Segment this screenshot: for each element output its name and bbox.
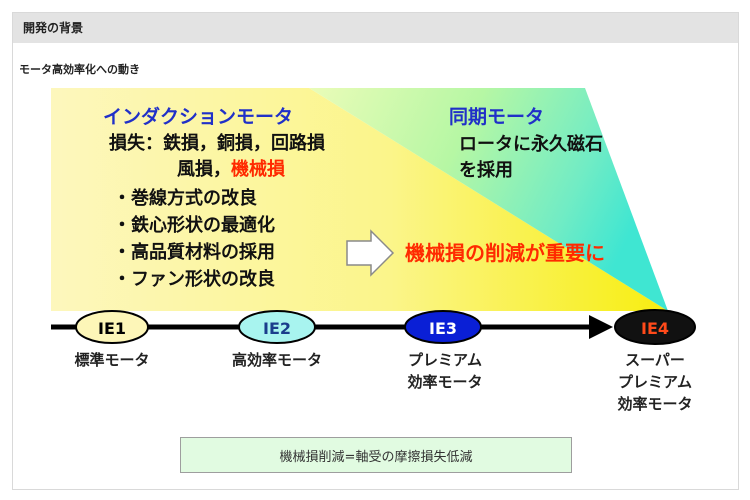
level-ie2-ellipse xyxy=(238,310,316,344)
level-ie1: IE1 標準モータ xyxy=(74,310,150,369)
level-ie3-desc-1: プレミアム xyxy=(408,351,482,369)
sync-heading: 同期モータ xyxy=(449,106,544,128)
level-ie1-desc-1: 標準モータ xyxy=(74,351,149,369)
loss-line-2: 風損，機械損 xyxy=(177,158,286,180)
level-ie1-label: IE1 xyxy=(98,319,126,338)
induction-region xyxy=(51,88,668,311)
level-ie3-label: IE3 xyxy=(429,319,457,338)
level-ie2-label: IE2 xyxy=(263,319,291,338)
sync-region xyxy=(309,88,668,311)
mechanical-loss-highlight: 機械損 xyxy=(231,158,286,180)
sync-line-1: ロータに永久磁石 xyxy=(459,133,603,155)
bullet-4: ・ファン形状の改良 xyxy=(113,268,275,290)
bullet-1: ・巻線方式の改良 xyxy=(113,187,257,209)
level-ie4-desc-2: プレミアム xyxy=(618,373,692,391)
right-arrow-icon xyxy=(346,229,395,277)
level-ie4: IE4 スーパー プレミアム 効率モータ xyxy=(614,309,696,413)
level-ie4-desc-3: 効率モータ xyxy=(617,395,692,413)
level-ie4-ellipse xyxy=(614,309,696,345)
level-ie4-desc-1: スーパー xyxy=(625,351,685,369)
level-ie4-label: IE4 xyxy=(641,319,669,338)
level-ie2-desc-1: 高効率モータ xyxy=(232,351,322,369)
level-ie2: IE2 高効率モータ xyxy=(232,310,322,369)
loss-line-2-prefix: 風損， xyxy=(177,158,231,180)
bullet-2: ・鉄心形状の最適化 xyxy=(113,214,275,236)
section-title: 開発の背景 xyxy=(23,21,84,35)
section-header: 開発の背景 xyxy=(13,13,738,43)
loss-line-1: 損失：鉄損，銅損，回路損 xyxy=(109,132,326,154)
bullet-3: ・高品質材料の採用 xyxy=(113,241,275,263)
level-ie3: IE3 プレミアム 効率モータ xyxy=(404,310,483,391)
sync-line-2: を採用 xyxy=(459,159,513,181)
key-message: 機械損の削減が重要に xyxy=(405,241,605,265)
content-frame: 開発の背景 モータ高効率化への動き インダクションモータ 損失：鉄損，銅損，回路… xyxy=(12,12,739,490)
section-subtitle: モータ高効率化への動き xyxy=(19,63,140,76)
level-ie1-ellipse xyxy=(75,310,149,344)
induction-heading: インダクションモータ xyxy=(103,105,293,128)
level-ie3-desc-2: 効率モータ xyxy=(407,373,482,391)
timeline-arrowhead xyxy=(589,315,613,339)
level-ie3-ellipse xyxy=(404,310,482,344)
caption-box: 機械損削減=軸受の摩擦損失低減 xyxy=(180,437,572,473)
efficiency-diagram: インダクションモータ 損失：鉄損，銅損，回路損 風損，機械損 ・巻線方式の改良 … xyxy=(51,88,696,413)
